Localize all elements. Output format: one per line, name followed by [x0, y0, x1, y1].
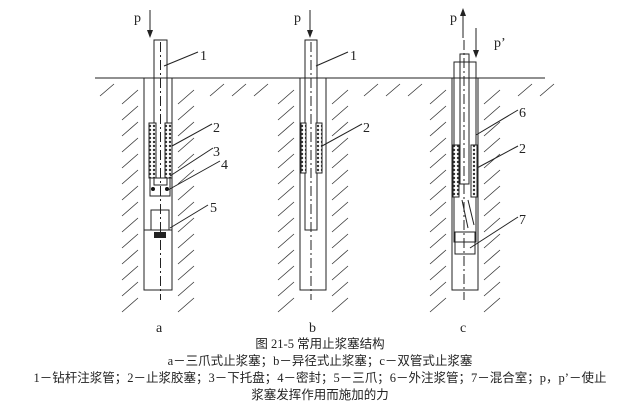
part-label: 4	[221, 158, 228, 173]
panel-b-reducer-packer: p 1 2 b	[294, 10, 370, 336]
figure-caption-types: a－三爪式止浆塞；b－异径式止浆塞；c－双管式止浆塞	[167, 354, 473, 368]
ground-hatching	[95, 77, 555, 313]
force-label-p: p	[294, 11, 301, 26]
force-label-p: p	[450, 11, 457, 26]
panel-label-c: c	[460, 321, 466, 336]
force-label-p: p	[134, 11, 141, 26]
part-label: 2	[363, 121, 370, 136]
part-label: 1	[200, 49, 207, 64]
figure-caption-legend: 1－钻杆注浆管；2－止浆胶塞；3－下托盘；4－密封；5－三爪；6－外注浆管；7－…	[33, 371, 607, 385]
drill-pipe-1	[153, 39, 168, 186]
part-label: 2	[213, 121, 220, 136]
part-label: 6	[519, 106, 526, 121]
force-label-p-prime: p’	[494, 36, 506, 51]
panel-c-double-tube-packer: p p’ 6 2 7 c	[450, 8, 526, 336]
mixing-chamber-7	[454, 231, 476, 255]
part-label: 5	[210, 201, 217, 216]
part-label: 3	[213, 145, 220, 160]
rubber-plug-2	[148, 122, 157, 179]
panel-a-three-claw-packer: p 1 2 3 4 5 a	[134, 10, 228, 336]
seal-4	[151, 187, 155, 191]
part-label: 7	[519, 213, 526, 228]
part-label: 1	[350, 49, 357, 64]
panel-label-b: b	[309, 321, 316, 336]
figure-caption-legend-cont: 浆塞发挥作用而施加的力	[251, 388, 389, 402]
figure-caption-title: 图 21-5 常用止浆塞结构	[255, 337, 385, 351]
panel-label-a: a	[156, 321, 163, 336]
part-label: 2	[519, 142, 526, 157]
